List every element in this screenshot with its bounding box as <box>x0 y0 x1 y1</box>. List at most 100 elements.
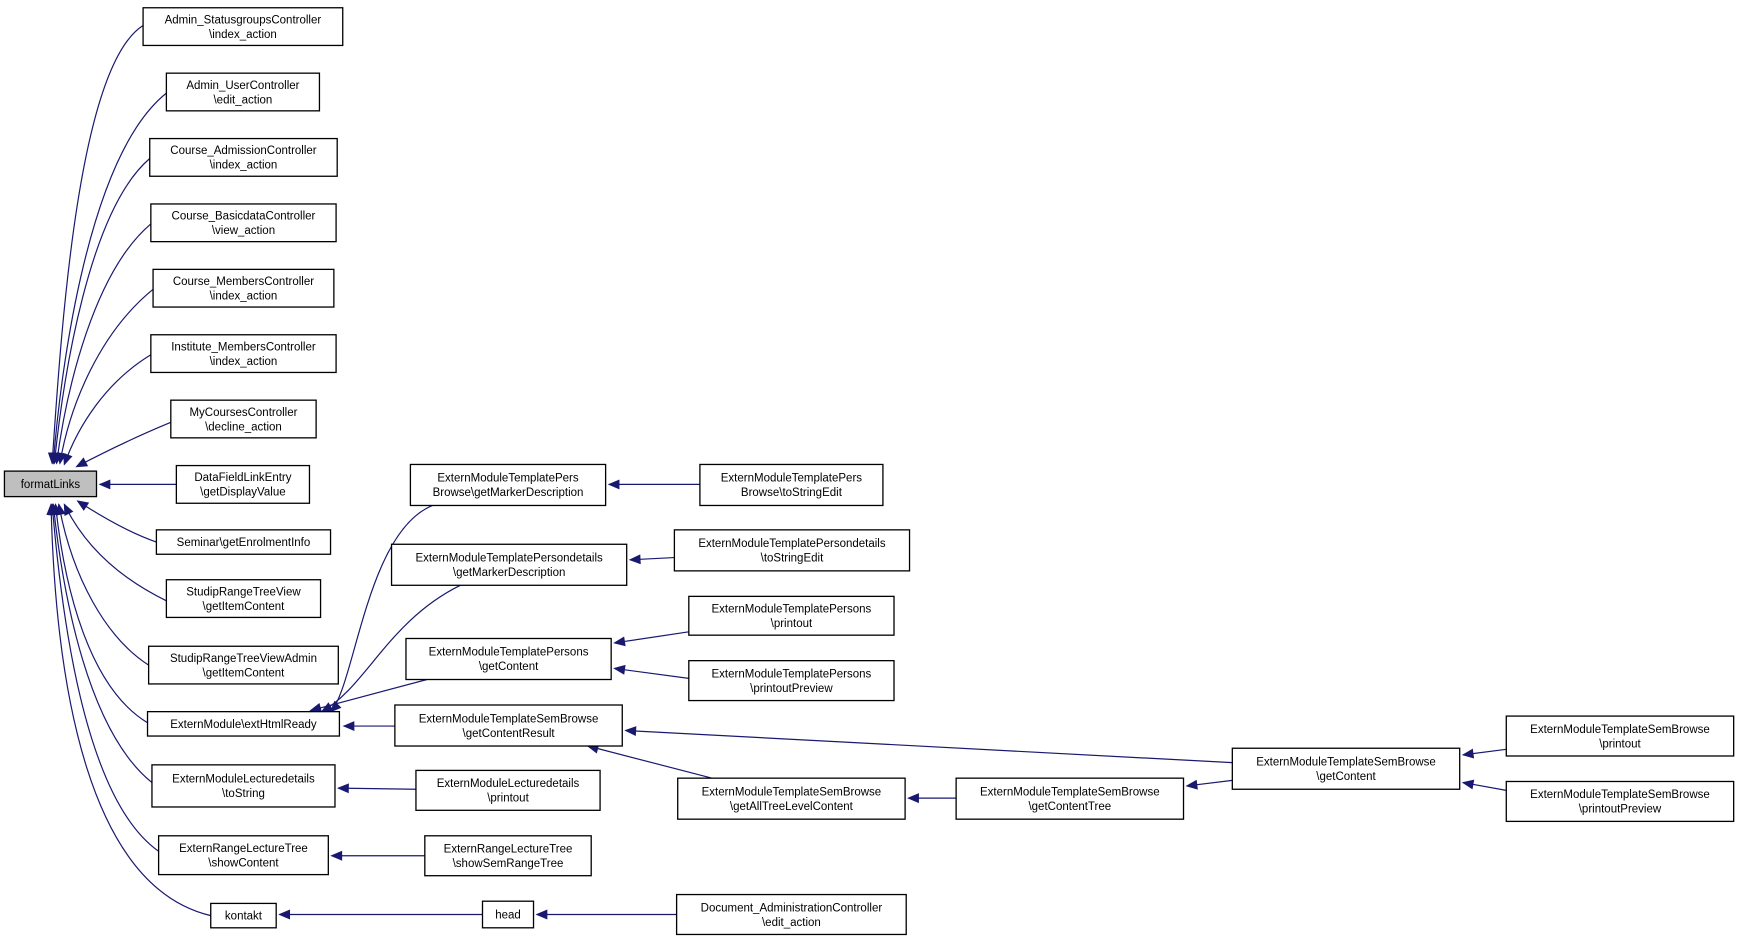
node-label-line: ExternModuleTemplatePersons <box>429 647 589 659</box>
graph-node-p1[interactable]: ExternModuleTemplatePersBrowse\getMarker… <box>409 463 607 507</box>
node-label-line: MyCoursesController <box>189 407 297 419</box>
edge-q5-to-p4 <box>586 743 713 779</box>
graph-node-n13[interactable]: ExternModuleLecturedetails\toString <box>151 764 336 808</box>
edge-line <box>53 158 151 464</box>
graph-node-q3[interactable]: ExternModuleTemplatePersons\printout <box>688 595 895 636</box>
node-label-line: Admin_StatusgroupsController <box>165 14 322 26</box>
graph-node-p7[interactable]: head <box>481 900 535 929</box>
graph-node-n10[interactable]: StudipRangeTreeView\getItemContent <box>165 579 322 619</box>
node-label-line: \edit_action <box>762 917 821 929</box>
node-label-line: Course_MembersController <box>173 276 314 288</box>
edge-arrowhead <box>1461 748 1475 759</box>
edge-p4-to-n12 <box>342 721 395 732</box>
graph-node-n3[interactable]: Course_AdmissionController\index_action <box>149 137 338 177</box>
graph-node-q5[interactable]: ExternModuleTemplateSemBrowse\getAllTree… <box>677 777 906 820</box>
node-label-line: ExternModuleTemplateSemBrowse <box>1530 789 1710 801</box>
graph-node-n8[interactable]: DataFieldLinkEntry\getDisplayValue <box>175 464 311 504</box>
node-label-line: ExternModuleTemplatePersons <box>712 604 872 616</box>
node-label-line: ExternModuleTemplateSemBrowse <box>1530 724 1710 736</box>
node-label-line: ExternModuleTemplateSemBrowse <box>980 786 1160 798</box>
node-label-line: ExternModuleTemplatePersondetails <box>698 538 886 550</box>
edge-q6-to-p7 <box>535 909 677 920</box>
graph-node-r1[interactable]: ExternModuleTemplateSemBrowse \getContent… <box>955 777 1185 820</box>
node-label-line: ExternModuleTemplatePersons <box>712 668 872 680</box>
root-node-formatLinks[interactable]: formatLinks <box>3 470 98 498</box>
node-label-line: Seminar\getEnrolmentInfo <box>177 537 311 549</box>
graph-node-p6[interactable]: ExternRangeLectureTree\showSemRangeTree <box>424 835 592 877</box>
edge-arrowhead <box>75 457 89 468</box>
node-box <box>699 463 884 507</box>
node-label-line: \decline_action <box>205 421 282 433</box>
edge-n10-to-formatLinks <box>63 503 167 602</box>
edge-arrowhead <box>330 850 343 861</box>
graph-node-n5[interactable]: Course_MembersController\index_action <box>152 268 335 308</box>
graph-node-n14[interactable]: ExternRangeLectureTree\showContent <box>157 835 329 876</box>
node-box <box>677 777 906 820</box>
edge-line <box>51 24 144 464</box>
graph-node-n6[interactable]: Institute_MembersController\index_action <box>150 334 337 374</box>
node-box <box>1505 780 1735 823</box>
graph-node-n9[interactable]: Seminar\getEnrolmentInfo <box>155 529 332 555</box>
edge-line <box>52 504 153 784</box>
node-label-line: kontakt <box>225 911 263 923</box>
node-label-line: \getContentResult <box>463 728 556 740</box>
graph-node-n12[interactable]: ExternModule\extHtmlReady <box>146 711 341 737</box>
edge-arrowhead <box>278 909 291 920</box>
node-label-line: ExternModule\extHtmlReady <box>170 719 317 731</box>
graph-node-p5[interactable]: ExternModuleLecturedetails\printout <box>415 769 601 811</box>
graph-node-n4[interactable]: Course_BasicdataController\view_action <box>150 203 337 243</box>
node-box <box>210 902 277 929</box>
graph-node-q1[interactable]: ExternModuleTemplatePersBrowse\toStringE… <box>699 463 884 507</box>
edge-n8-to-formatLinks <box>98 479 177 490</box>
node-box <box>424 835 592 877</box>
graph-node-n7[interactable]: MyCoursesController \decline_action <box>170 399 317 439</box>
edge-n6-to-formatLinks <box>63 354 152 466</box>
edge-n11-to-formatLinks <box>55 503 149 666</box>
graph-node-q6[interactable]: Document_AdministrationController\edit_a… <box>675 893 907 936</box>
edge-arrowhead <box>46 503 57 515</box>
node-label-line: \toString <box>222 788 265 800</box>
edge-n9-to-formatLinks <box>76 500 157 543</box>
edge-line <box>58 504 149 666</box>
node-label-line: \showSemRangeTree <box>453 858 564 870</box>
edge-line <box>77 500 157 543</box>
graph-node-t1[interactable]: ExternModuleTemplateSemBrowse\printout <box>1505 715 1735 757</box>
graph-node-q4[interactable]: ExternModuleTemplatePersons \printoutPrev… <box>688 660 895 702</box>
node-label-line: ExternModuleLecturedetails <box>437 778 580 790</box>
node-label-line: DataFieldLinkEntry <box>194 472 291 484</box>
graph-node-n2[interactable]: Admin_UserController\edit_action <box>165 72 321 112</box>
edge-arrowhead <box>63 503 74 516</box>
node-label-line: \getContentTree <box>1028 801 1111 813</box>
edge-arrowhead <box>337 783 349 794</box>
node-box <box>688 595 895 636</box>
graph-node-t2[interactable]: ExternModuleTemplateSemBrowse\printoutPr… <box>1505 780 1735 823</box>
node-label-line: Institute_MembersController <box>171 341 316 353</box>
edge-line <box>63 504 167 602</box>
node-label-line: \showContent <box>208 857 279 869</box>
edge-t2-to-s1 <box>1461 779 1507 791</box>
graph-node-p4[interactable]: ExternModuleTemplateSemBrowse\getContent… <box>394 704 623 747</box>
node-box <box>3 470 98 498</box>
edge-line <box>310 678 428 712</box>
node-label-line: Course_AdmissionController <box>170 145 317 157</box>
edge-line <box>50 504 211 917</box>
node-box <box>150 203 337 243</box>
edge-line <box>76 421 172 468</box>
graph-node-n15[interactable]: kontakt <box>210 902 277 929</box>
node-box <box>1231 747 1461 790</box>
graph-node-q2[interactable]: ExternModuleTemplatePersondetails\toStri… <box>673 529 911 572</box>
graph-node-n11[interactable]: StudipRangeTreeViewAdmin\getItemContent <box>147 645 339 685</box>
node-label-line: \printoutPreview <box>750 683 833 695</box>
graph-node-s1[interactable]: ExternModuleTemplateSemBrowse\getContent <box>1231 747 1461 790</box>
node-box <box>1505 715 1735 757</box>
node-box <box>152 268 335 308</box>
graph-node-p2[interactable]: ExternModuleTemplatePersondetails\getMar… <box>390 543 628 586</box>
graph-node-p3[interactable]: ExternModuleTemplatePersons\getContent <box>405 637 612 681</box>
edge-arrowhead <box>309 703 322 713</box>
edge-p7-to-n15 <box>278 909 483 920</box>
node-label-line: Course_BasicdataController <box>172 211 316 223</box>
edge-n7-to-formatLinks <box>75 421 172 468</box>
graph-node-n1[interactable]: Admin_StatusgroupsController\index_actio… <box>142 7 344 47</box>
edge-q2-to-p2 <box>628 554 675 565</box>
edge-p6-to-n14 <box>330 850 425 861</box>
